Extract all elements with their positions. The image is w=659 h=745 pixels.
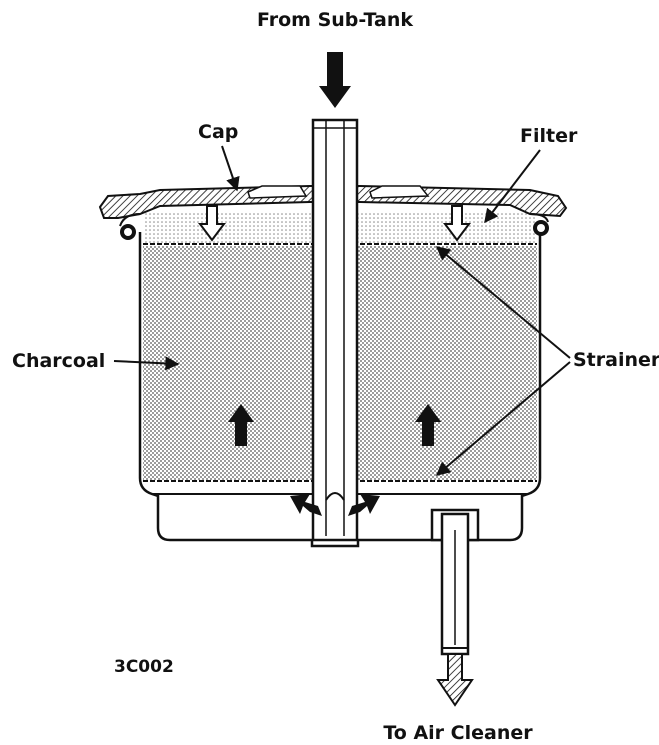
strainer-leader-lower [435, 361, 571, 476]
charcoal-label: Charcoal [12, 350, 105, 372]
tube-exit-arrow-right [348, 494, 380, 516]
outlet-pipe [430, 508, 480, 656]
inlet-tube [311, 118, 359, 542]
filter-label: Filter [520, 125, 578, 147]
cap-label: Cap [198, 121, 238, 143]
strainer-leader-upper [435, 246, 571, 359]
inlet-arrow [319, 52, 351, 108]
filter-flow-arrow-right [443, 205, 471, 242]
outlet-arrow [436, 653, 474, 707]
filter-flow-arrow-left [198, 205, 226, 242]
charcoal-flow-arrow-right [415, 404, 441, 446]
strainer-label: Strainer [573, 349, 659, 371]
filter-leader [484, 149, 541, 224]
figure-code: 3C002 [114, 657, 174, 677]
charcoal-flow-arrow-left [228, 404, 254, 446]
tube-exit-arrow-left [290, 494, 322, 516]
charcoal-leader [113, 356, 180, 371]
cap-leader [221, 145, 240, 192]
outlet-label: To Air Cleaner [383, 722, 533, 744]
inlet-label: From Sub-Tank [257, 9, 413, 31]
